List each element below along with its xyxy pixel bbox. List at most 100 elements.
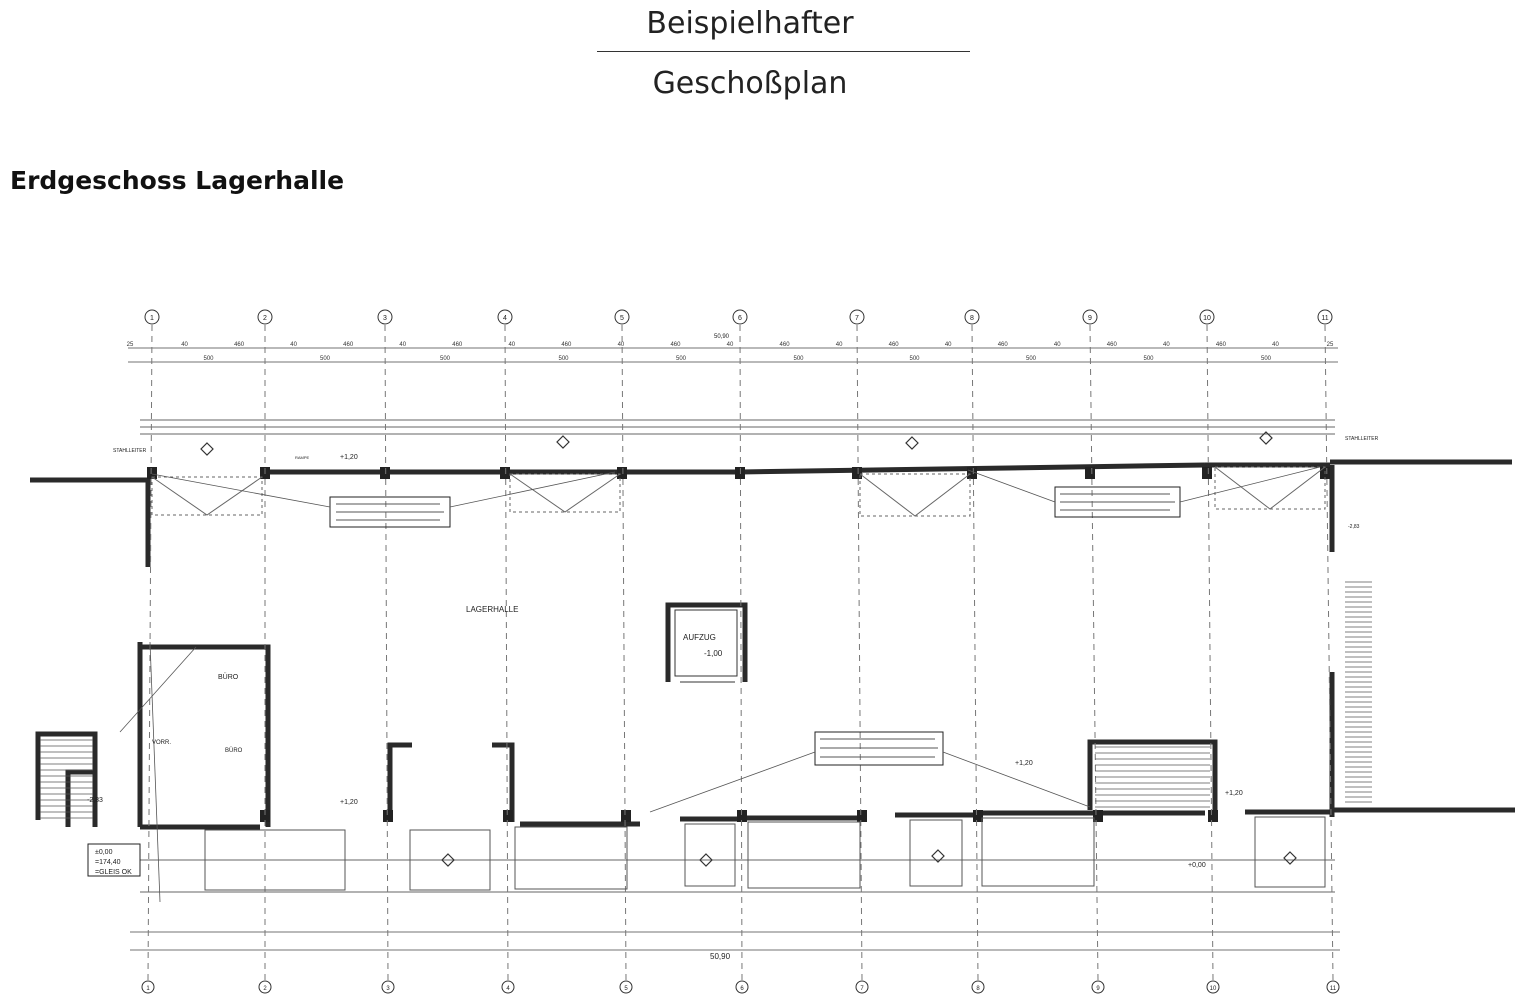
column-top bbox=[852, 467, 862, 479]
note-stahlleiter-right: STAHLLEITER bbox=[1345, 436, 1379, 442]
note-rampe: RAMPE bbox=[295, 455, 310, 460]
room-label-aufzug: AUFZUG bbox=[683, 633, 716, 642]
axis-marker-top bbox=[377, 309, 393, 325]
level-box-line-3: =GLEIS OK bbox=[95, 869, 132, 876]
dimension-value-top: 460 bbox=[452, 342, 463, 348]
axis-gridlines bbox=[147, 324, 1334, 981]
dimension-value-top: 460 bbox=[998, 342, 1009, 348]
axis-marker-bottom bbox=[971, 980, 985, 994]
axis-marker-top bbox=[614, 309, 630, 325]
axis-label-bottom: 4 bbox=[506, 986, 510, 992]
dimension-value-top: 40 bbox=[1054, 342, 1061, 348]
axis-label-top: 3 bbox=[383, 315, 387, 322]
column-bottom bbox=[503, 810, 513, 822]
axis-marker-top bbox=[1317, 309, 1333, 325]
dimension-value-top: 40 bbox=[1272, 342, 1279, 348]
room-label-lagerhalle: LAGERHALLE bbox=[466, 605, 518, 614]
axis-marker-bottom bbox=[258, 980, 272, 994]
dimension-value-top: 460 bbox=[561, 342, 572, 348]
axis-marker-bottom bbox=[501, 980, 515, 994]
page-title-line-1: Beispielhafter bbox=[646, 6, 854, 41]
axis-marker-bottom bbox=[855, 980, 869, 994]
dimension-value-top: 40 bbox=[508, 342, 515, 348]
elevator-detail bbox=[674, 609, 738, 683]
axis-label-bottom: 1 bbox=[146, 986, 150, 992]
dimension-value-top: 460 bbox=[670, 342, 681, 348]
axis-gridline bbox=[504, 324, 509, 981]
dimension-value-sub: 500 bbox=[1026, 356, 1037, 362]
title-divider bbox=[597, 51, 970, 52]
total-dimension-bottom: 50,90 bbox=[710, 952, 731, 961]
dimension-value-top: 40 bbox=[290, 342, 297, 348]
axis-marker-top bbox=[732, 309, 748, 325]
dimension-value-top: 460 bbox=[780, 342, 791, 348]
axis-label-bottom: 9 bbox=[1096, 986, 1100, 992]
room-label-buero-2: BÜRO bbox=[225, 747, 243, 754]
floor-plan-heading: Erdgeschoss Lagerhalle bbox=[10, 166, 345, 195]
level-rampe: +1,20 bbox=[340, 454, 358, 461]
axis-gridline bbox=[621, 324, 627, 981]
column-bottom bbox=[737, 810, 747, 822]
axis-label-bottom: 6 bbox=[740, 986, 744, 992]
axis-label-top: 6 bbox=[738, 315, 742, 322]
axis-gridline bbox=[384, 324, 389, 981]
dimension-value-sub: 500 bbox=[320, 356, 331, 362]
dimension-value-sub: 500 bbox=[793, 356, 804, 362]
column-bottom bbox=[621, 810, 631, 822]
axis-label-top: 1 bbox=[150, 315, 154, 322]
axis-marker-top bbox=[497, 309, 513, 325]
column-top bbox=[617, 467, 627, 479]
axis-marker-bottom bbox=[381, 980, 395, 994]
axis-label-bottom: 11 bbox=[1330, 986, 1337, 992]
axis-label-top: 9 bbox=[1088, 315, 1092, 322]
dimension-value-top: 40 bbox=[836, 342, 843, 348]
aufzug-level: -1,00 bbox=[704, 649, 723, 658]
axis-label-top: 2 bbox=[263, 315, 267, 322]
column-bottom bbox=[973, 810, 983, 822]
dimension-value-top: 460 bbox=[889, 342, 900, 348]
stair-treads bbox=[40, 581, 1372, 819]
note-stahlleiter-left: STAHLLEITER bbox=[113, 448, 147, 454]
page-title-line-2: Geschoßplan bbox=[652, 66, 848, 101]
room-label-vorr: VORR. bbox=[152, 740, 171, 746]
axis-label-bottom: 8 bbox=[976, 986, 980, 992]
axis-marker-bottom bbox=[141, 980, 155, 994]
leader-lines bbox=[119, 466, 1321, 903]
axis-label-bottom: 3 bbox=[386, 986, 390, 992]
axis-label-top: 10 bbox=[1203, 315, 1211, 322]
column-bottom bbox=[857, 810, 867, 822]
dimension-value-top: 25 bbox=[127, 342, 134, 348]
column-bottom bbox=[1093, 810, 1103, 822]
roof-openings bbox=[151, 466, 1326, 517]
axis-label-bottom: 5 bbox=[624, 986, 628, 992]
column-top bbox=[967, 467, 977, 479]
dimension-value-sub: 500 bbox=[1143, 356, 1154, 362]
dimension-value-top: 40 bbox=[727, 342, 734, 348]
level-right-120: +1,20 bbox=[1225, 790, 1243, 797]
axis-label-top: 7 bbox=[855, 315, 859, 322]
total-dimension-top: 50,90 bbox=[714, 334, 730, 340]
dimension-value-sub: 500 bbox=[558, 356, 569, 362]
column-bottom bbox=[383, 810, 393, 822]
dimension-value-sub: 500 bbox=[1261, 356, 1272, 362]
level-right-283: -2,83 bbox=[1348, 524, 1360, 530]
roof-overhang-lines bbox=[140, 419, 1335, 893]
level-bottom-right: +0,00 bbox=[1188, 862, 1206, 869]
axis-marker-bottom bbox=[1326, 980, 1340, 994]
dimension-value-sub: 500 bbox=[203, 356, 214, 362]
dimension-value-top: 460 bbox=[1216, 342, 1227, 348]
axis-marker-bottom bbox=[619, 980, 633, 994]
loading-docks bbox=[204, 816, 1326, 891]
dimension-value-top: 460 bbox=[234, 342, 245, 348]
annotation-box-scribble bbox=[336, 493, 1175, 758]
dimension-value-sub: 500 bbox=[440, 356, 451, 362]
dimension-value-sub: 500 bbox=[909, 356, 920, 362]
axis-marker-bottom bbox=[1091, 980, 1105, 994]
column-bottom bbox=[260, 810, 270, 822]
axis-label-top: 8 bbox=[970, 315, 974, 322]
dimension-value-top: 25 bbox=[1327, 342, 1334, 348]
axis-marker-top bbox=[849, 309, 865, 325]
level-mid-120: +1,20 bbox=[1015, 760, 1033, 767]
